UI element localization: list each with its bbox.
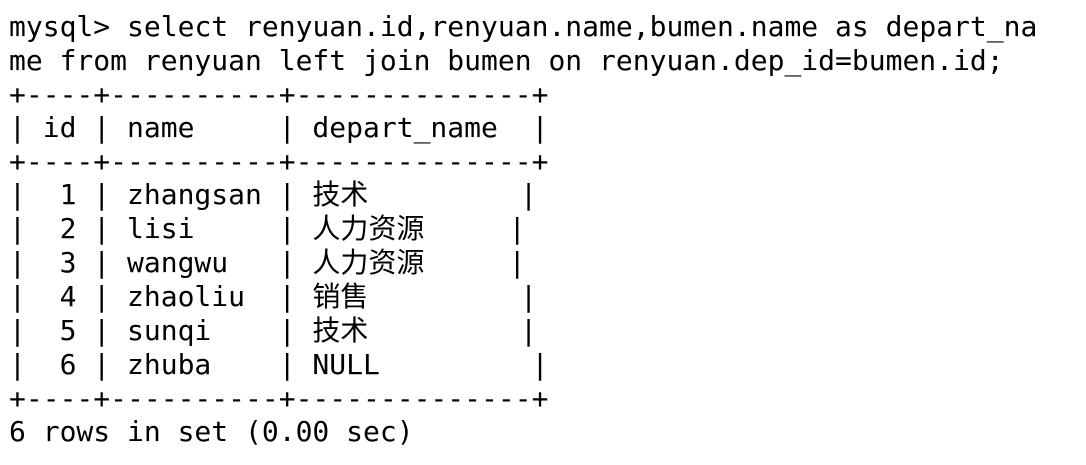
table-row: | 1 | zhangsan | 技术 |	[9, 178, 538, 211]
table-row: | 2 | lisi | 人力资源 |	[9, 212, 526, 245]
table-row: | 3 | wangwu | 人力资源 |	[9, 246, 526, 279]
terminal-output[interactable]: mysql> select renyuan.id,renyuan.name,bu…	[9, 10, 1081, 449]
table-row: | 5 | sunqi | 技术 |	[9, 314, 538, 347]
sql-command-part-2: me from renyuan left join bumen on renyu…	[9, 44, 1004, 77]
table-border-bottom: +----+----------+--------------+	[9, 382, 549, 415]
result-summary: 6 rows in set (0.00 sec)	[9, 415, 414, 448]
table-header: | id | name | depart_name |	[9, 111, 549, 144]
table-row: | 4 | zhaoliu | 销售 |	[9, 280, 538, 313]
table-border-header: +----+----------+--------------+	[9, 145, 549, 178]
table-border-top: +----+----------+--------------+	[9, 78, 549, 111]
table-row: | 6 | zhuba | NULL |	[9, 348, 549, 381]
sql-command-part-1: select renyuan.id,renyuan.name,bumen.nam…	[110, 10, 1038, 43]
command-line-1: mysql> select renyuan.id,renyuan.name,bu…	[9, 10, 1081, 44]
mysql-prompt: mysql>	[9, 10, 111, 43]
